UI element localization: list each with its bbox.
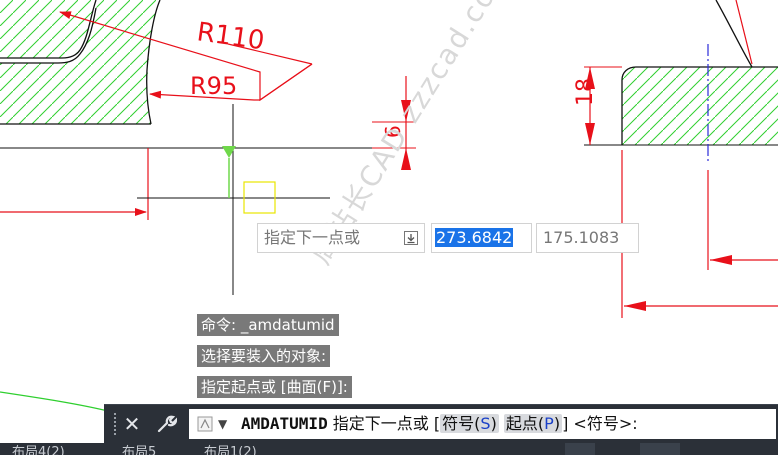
command-prompt: 指定下一点或 <box>332 414 429 433</box>
history-line-1: 命令: _amdatumid <box>197 314 339 336</box>
dim-6-arrow-top <box>401 100 411 122</box>
chevron-down-icon[interactable]: ▼ <box>218 417 228 431</box>
command-prompt-text: AMDATUMID 指定下一点或 [符号(S) 起点(P)] <符号>: <box>241 409 638 439</box>
hatched-region-mid-left <box>0 0 160 124</box>
download-arrow-icon[interactable] <box>404 231 418 245</box>
dynamic-input-prompt: 指定下一点或 <box>257 223 425 253</box>
option-start-point[interactable]: 起点(P) <box>503 414 563 433</box>
dim-6-arrow-bottom <box>401 148 411 170</box>
bracket-open: [ <box>433 414 441 433</box>
dim-arrow-right-1 <box>710 255 732 265</box>
arc-r110 <box>146 0 161 125</box>
part-outline-right <box>621 66 778 145</box>
recent-commands-icon[interactable] <box>197 416 213 432</box>
bracket-close: ] <box>562 414 569 433</box>
dynamic-input-y-field[interactable]: 175.1083 <box>536 223 639 253</box>
part-outline-top-left <box>0 0 97 59</box>
layout-tab-bar: 布局4(2) 布局5 布局1(2) <box>0 443 778 455</box>
pickbox <box>243 181 276 214</box>
hatched-region-right <box>622 67 778 145</box>
dim-18-arrow-bottom <box>585 123 595 145</box>
leader-r95 <box>149 63 313 101</box>
right-top-curve <box>715 0 753 68</box>
dim-text-r95: R95 <box>190 72 237 100</box>
dim-18-arrow-top <box>585 67 595 89</box>
y-value: 175.1083 <box>543 228 620 247</box>
close-icon[interactable]: ✕ <box>123 412 141 436</box>
hatched-region-top-left <box>0 0 96 58</box>
dynamic-input-x-field[interactable]: 273.6842 <box>431 223 532 253</box>
command-default: <符号>: <box>573 414 638 433</box>
hatch-boundary <box>0 7 97 64</box>
history-line-2: 选择要装入的对象: <box>197 345 331 367</box>
tab-layout-5[interactable]: 布局5 <box>122 445 157 455</box>
dim-text-6: 6 <box>381 125 405 138</box>
dim-arrow-right-2 <box>624 301 646 311</box>
dim-text-r110: R110 <box>195 17 266 56</box>
tab-layout-1[interactable]: 布局1(2) <box>204 445 257 455</box>
command-line-bar: ✕ ▼ AMDATUMID 指定下一点或 [符号(S) 起点(P)] <符号>: <box>104 404 778 443</box>
history-line-3: 指定起点或 [曲面(F)]: <box>197 376 352 398</box>
dim-text-18: 18 <box>573 78 598 106</box>
option-symbol[interactable]: 符号(S) <box>440 414 499 433</box>
leader-r110-ext <box>227 43 313 65</box>
wrench-icon[interactable] <box>154 411 178 437</box>
green-curve <box>0 391 113 413</box>
drag-grip-icon[interactable] <box>114 413 119 435</box>
tab-layout-4[interactable]: 布局4(2) <box>12 445 65 455</box>
x-value-selected: 273.6842 <box>435 228 514 247</box>
command-name: AMDATUMID <box>241 414 328 433</box>
dynamic-prompt-text: 指定下一点或 <box>264 228 361 247</box>
snap-marker-icon <box>222 146 236 158</box>
right-red-leader <box>735 0 753 65</box>
command-input[interactable]: ▼ AMDATUMID 指定下一点或 [符号(S) 起点(P)] <符号>: <box>189 409 776 439</box>
